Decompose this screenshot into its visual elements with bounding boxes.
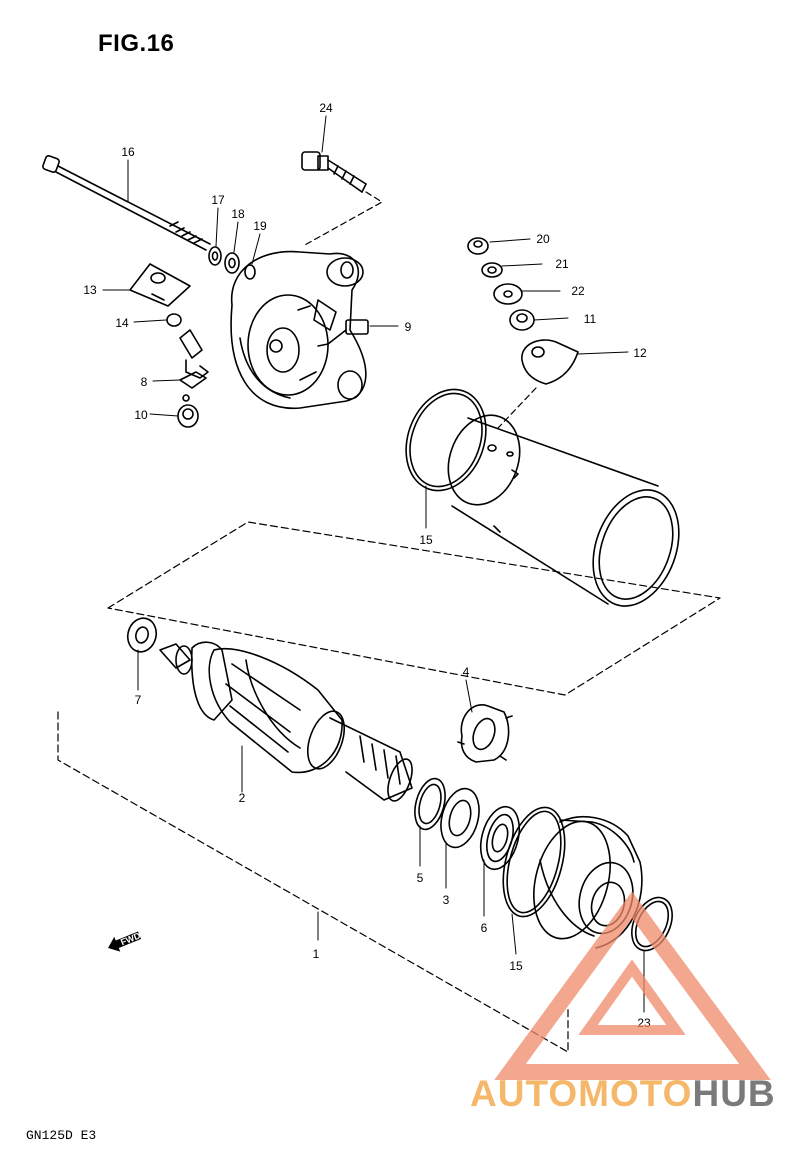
model-code: GN125D E3 bbox=[26, 1128, 97, 1143]
callout-19: 19 bbox=[253, 219, 267, 233]
motor-yoke bbox=[447, 414, 680, 607]
plate-13 bbox=[129, 263, 191, 307]
assembly-outline-lower bbox=[57, 711, 569, 1053]
callout-14: 14 bbox=[115, 316, 129, 330]
washer-21 bbox=[481, 262, 503, 278]
washer-7 bbox=[126, 617, 158, 653]
callout-22: 22 bbox=[571, 284, 585, 298]
end-cover-assembly bbox=[230, 250, 367, 409]
callout-5: 5 bbox=[417, 871, 424, 885]
callout-24: 24 bbox=[319, 101, 333, 115]
nut-20 bbox=[467, 237, 489, 255]
armature-2 bbox=[159, 641, 413, 802]
nut-11 bbox=[509, 309, 535, 331]
terminal-bolt-8 bbox=[179, 329, 209, 389]
callout-12: 12 bbox=[633, 346, 647, 360]
callout-20: 20 bbox=[536, 232, 550, 246]
callout-13: 13 bbox=[83, 283, 97, 297]
callout-1: 1 bbox=[313, 947, 320, 961]
callout-4: 4 bbox=[463, 665, 470, 679]
callout-9: 9 bbox=[405, 320, 412, 334]
callout-10: 10 bbox=[134, 408, 148, 422]
callout-7: 7 bbox=[135, 693, 142, 707]
callout-3: 3 bbox=[443, 893, 450, 907]
callout-18: 18 bbox=[231, 207, 245, 221]
callout-21: 21 bbox=[555, 257, 569, 271]
callout-11: 11 bbox=[584, 312, 597, 326]
callout-15-lower: 15 bbox=[509, 959, 523, 973]
bolt-24 bbox=[301, 151, 367, 193]
oring-14 bbox=[166, 313, 182, 327]
callout-16: 16 bbox=[121, 145, 135, 159]
washer-19 bbox=[244, 264, 256, 280]
oring-15-lower bbox=[502, 806, 566, 918]
oring-15-upper bbox=[405, 388, 487, 492]
callout-17: 17 bbox=[211, 193, 225, 207]
washer-18 bbox=[224, 252, 240, 274]
callout-6: 6 bbox=[481, 921, 488, 935]
callout-15-upper: 15 bbox=[419, 533, 433, 547]
bracket-12 bbox=[521, 339, 579, 385]
callout-2: 2 bbox=[239, 791, 246, 805]
through-bolt-16 bbox=[42, 155, 211, 251]
figure-title: FIG.16 bbox=[98, 30, 175, 57]
callout-8: 8 bbox=[141, 375, 148, 389]
watermark-logo-icon bbox=[494, 891, 771, 1080]
forward-arrow-icon: FWD bbox=[108, 930, 142, 952]
washer-22 bbox=[493, 283, 523, 305]
lock-washer-4 bbox=[457, 704, 513, 763]
terminal-9 bbox=[317, 319, 369, 347]
washer-3 bbox=[440, 787, 480, 849]
watermark-text-hub: HUB bbox=[692, 1073, 776, 1114]
watermark-text-automoto: AUTOMOTO bbox=[470, 1073, 693, 1114]
callout-labels: 1 2 3 4 5 6 7 8 9 10 11 12 13 14 15 15 1… bbox=[83, 101, 651, 1030]
leader-lines bbox=[102, 115, 645, 1013]
forward-label: FWD bbox=[119, 930, 142, 947]
assembly-outline-upper bbox=[107, 521, 721, 696]
washer-5 bbox=[414, 777, 446, 831]
watermark-text: AUTOMOTOHUB bbox=[470, 1073, 776, 1115]
nut-10 bbox=[177, 394, 199, 428]
washer-17 bbox=[208, 246, 222, 266]
